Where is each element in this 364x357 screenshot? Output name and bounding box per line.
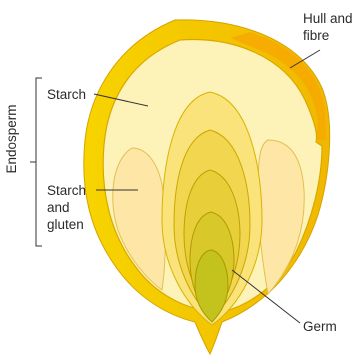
germ-label: Germ xyxy=(303,318,337,335)
starch-gluten-right xyxy=(258,140,304,294)
starch-label: Starch xyxy=(47,86,86,103)
hull-label-line2: fibre xyxy=(303,27,363,44)
endosperm-bracket xyxy=(30,78,42,246)
starch-gluten-line3: gluten xyxy=(47,216,107,233)
starch-gluten-line2: and xyxy=(47,199,107,216)
starch-gluten-line1: Starch xyxy=(47,182,107,199)
hull-label-line1: Hull and xyxy=(303,10,363,27)
endosperm-label: Endosperm xyxy=(3,94,20,184)
hull-fibre-label: Hull and fibre xyxy=(303,10,363,44)
starch-gluten-label: Starch and gluten xyxy=(47,182,107,233)
